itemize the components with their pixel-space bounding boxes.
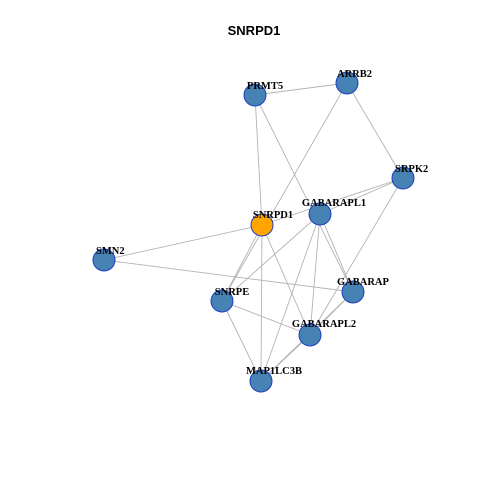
node-label-gabarapl2: GABARAPL2 [292, 319, 356, 330]
node-label-snrpd1: SNRPD1 [253, 210, 293, 221]
edge-snrpd1-snrpe [221, 224, 263, 302]
node-circle-smn2 [92, 248, 116, 272]
node-circle-gabarap [341, 280, 365, 304]
edge-gabarapl1-map1lc3b [260, 213, 321, 382]
node-gabarap: GABARAP [337, 277, 390, 304]
node-circle-snrpd1 [250, 213, 274, 237]
edge-snrpe-map1lc3b [221, 300, 262, 382]
nodes-layer: SNRPD1 PRMT5 ARRB2SRPK2GABARAPL1SMN2GABARA… [92, 69, 428, 393]
edge-snrpd1-gabarapl2 [261, 224, 311, 336]
node-prmt5: PRMT5 [243, 81, 283, 107]
node-circle-gabarapl1 [308, 202, 332, 226]
edge-snrpd1-smn2 [103, 224, 263, 261]
node-label-prmt5: PRMT5 [247, 81, 283, 92]
node-map1lc3b: MAP1LC3B [246, 366, 302, 393]
node-label-smn2: SMN2 [96, 246, 125, 257]
edge-arrb2-srpk2 [346, 82, 404, 179]
node-circle-gabarapl2 [298, 323, 322, 347]
node-label-snrpe: SNRPE [215, 287, 249, 298]
node-gabarapl2: GABARAPL2 [292, 319, 356, 347]
node-circle-prmt5 [243, 83, 267, 107]
node-smn2: SMN2 [92, 246, 125, 272]
edge-gabarapl1-gabarap [319, 213, 354, 293]
node-snrpe: SNRPE [210, 287, 249, 313]
node-circle-snrpe [210, 289, 234, 313]
edge-gabarapl1-snrpe [221, 213, 321, 302]
diagram-title: SNRPD1 [228, 23, 281, 38]
edge-snrpd1-map1lc3b [260, 224, 263, 382]
edge-prmt5-arrb2 [254, 82, 348, 96]
node-arrb2: ARRB2 [335, 69, 372, 95]
edge-smn2-gabarap [103, 259, 354, 293]
node-label-arrb2: ARRB2 [337, 69, 372, 80]
node-snrpd1: SNRPD1 [250, 210, 293, 237]
node-circle-srpk2 [391, 166, 415, 190]
node-gabarapl1: GABARAPL1 [302, 198, 366, 226]
node-circle-map1lc3b [249, 369, 273, 393]
edge-prmt5-gabarap [254, 94, 354, 293]
edge-srpk2-gabarapl1 [319, 177, 404, 215]
node-label-map1lc3b: MAP1LC3B [246, 366, 302, 377]
edge-snrpe-gabarapl2 [221, 300, 311, 336]
edges-layer [103, 82, 404, 382]
node-srpk2: SRPK2 [391, 164, 428, 190]
node-label-gabarap: GABARAP [337, 277, 390, 288]
edge-prmt5-snrpd1 [254, 94, 263, 226]
edge-arrb2-snrpe [221, 82, 348, 302]
edge-srpk2-snrpd1 [261, 177, 404, 226]
edge-srpk2-gabarapl2 [309, 177, 404, 336]
node-label-gabarapl1: GABARAPL1 [302, 198, 366, 209]
node-label-srpk2: SRPK2 [395, 164, 428, 175]
node-circle-arrb2 [335, 71, 359, 95]
edge-gabarapl1-gabarapl2 [309, 213, 321, 336]
